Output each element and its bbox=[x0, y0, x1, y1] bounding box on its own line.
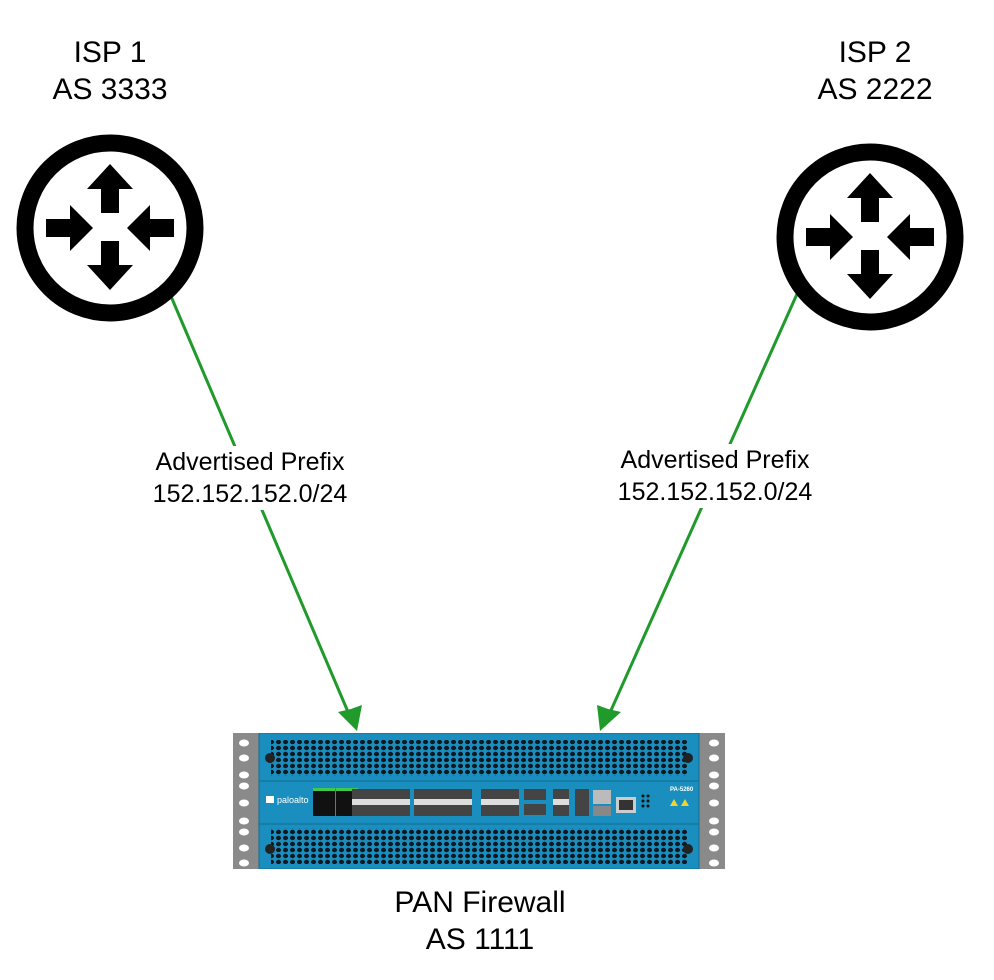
edge-label-title: Advertised Prefix bbox=[620, 446, 810, 474]
edge-label-isp2: Advertised Prefix 152.152.152.0/24 bbox=[590, 444, 840, 508]
isp1-label: ISP 1 AS 3333 bbox=[20, 34, 200, 108]
edge-label-isp1: Advertised Prefix 152.152.152.0/24 bbox=[125, 446, 375, 510]
arrowhead-isp1 bbox=[338, 705, 362, 731]
firewall-as: AS 1111 bbox=[425, 923, 535, 956]
edge-label-prefix: 152.152.152.0/24 bbox=[617, 478, 813, 506]
isp1-as: AS 3333 bbox=[52, 73, 168, 106]
firewall-name: PAN Firewall bbox=[394, 886, 566, 919]
model-label: PA-5260 bbox=[670, 787, 694, 793]
router-icon[interactable] bbox=[15, 133, 205, 323]
brand-logo: paloalto bbox=[277, 795, 309, 805]
edge-label-prefix: 152.152.152.0/24 bbox=[152, 480, 348, 508]
vent-top bbox=[271, 740, 687, 776]
firewall-appliance[interactable]: paloalto PA-5260 bbox=[233, 733, 725, 869]
isp1-name: ISP 1 bbox=[73, 36, 147, 69]
isp2-name: ISP 2 bbox=[838, 36, 912, 69]
firewall-label: PAN Firewall AS 1111 bbox=[365, 884, 595, 958]
router-icon[interactable] bbox=[775, 142, 965, 332]
edge-label-title: Advertised Prefix bbox=[155, 448, 345, 476]
isp2-label: ISP 2 AS 2222 bbox=[785, 34, 965, 108]
arrowhead-isp2 bbox=[597, 705, 621, 731]
edge-isp1-to-firewall bbox=[168, 293, 356, 727]
isp2-as: AS 2222 bbox=[817, 73, 933, 106]
edge-isp2-to-firewall bbox=[602, 293, 799, 727]
vent-bottom bbox=[271, 828, 687, 864]
